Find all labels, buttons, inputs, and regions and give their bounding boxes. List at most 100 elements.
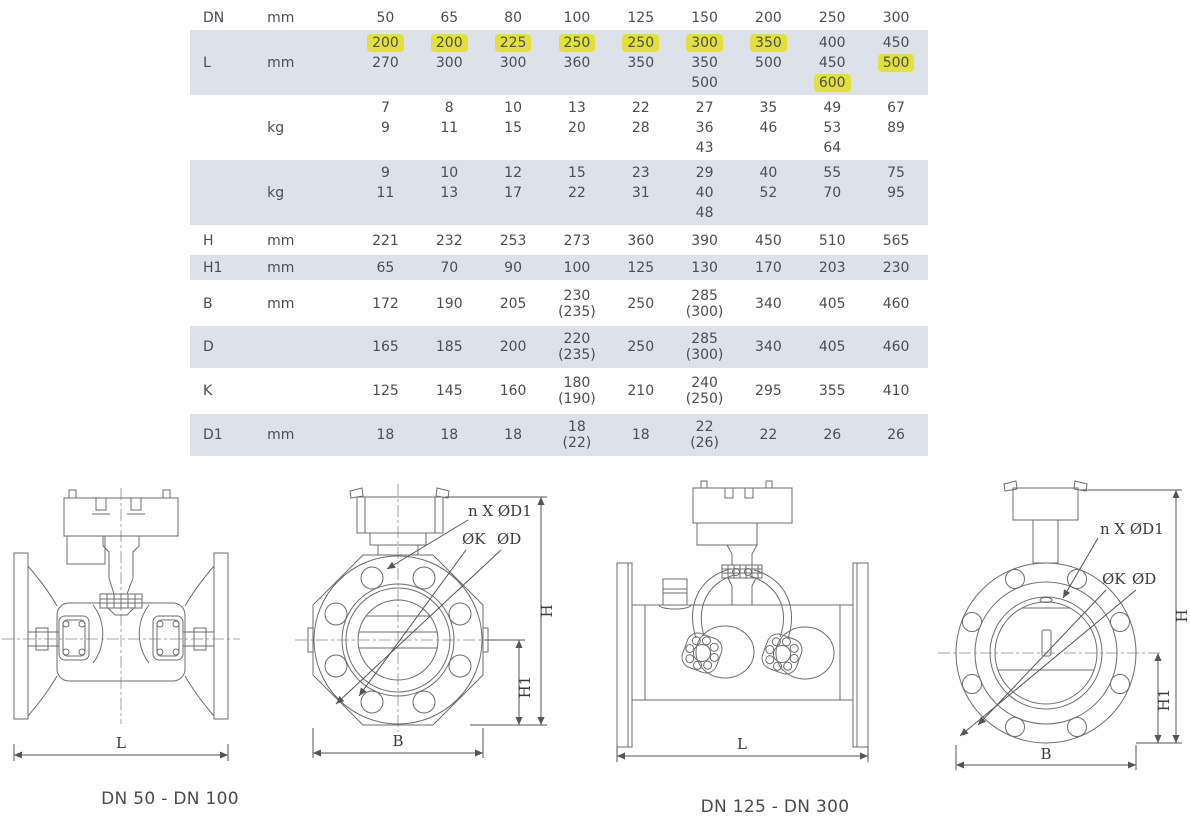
table-cell: 285(300) — [685, 331, 724, 363]
table-cell: 26 — [887, 427, 905, 443]
dim-label-b-small: B — [392, 732, 403, 750]
table-cell: 65 — [440, 9, 459, 26]
table-cell: 18 — [376, 427, 395, 443]
row-label: K — [203, 383, 213, 399]
caption-dn50-dn100: DN 50 - DN 100 — [101, 789, 239, 809]
table-cell: 100 — [563, 259, 591, 276]
row-unit: mm — [267, 427, 295, 443]
meter-drawing-side-small: L — [2, 488, 240, 761]
table-cell: 405 — [818, 296, 846, 312]
table-cell: 130 — [691, 259, 718, 276]
dimension-l-large: L — [616, 735, 869, 762]
table-cell: 205 — [499, 296, 527, 312]
dim-label-h1-small: H1 — [516, 676, 534, 699]
table-cell: 190 — [435, 296, 463, 312]
table-cell: 150 — [691, 9, 718, 26]
highlighted-value: 200 — [430, 34, 468, 52]
table-cell: 221 — [372, 233, 399, 249]
table-cell: 170 — [755, 259, 782, 276]
meter-drawing-side-large: L — [616, 480, 869, 762]
table-cell: 18(22) — [562, 419, 592, 451]
dim-label-l-large: L — [737, 735, 747, 753]
meter-drawing-front-large: n X ØD1 ØK ØD H H1 B — [938, 480, 1190, 770]
label-outer-diameter-large: ØD — [1132, 570, 1156, 588]
highlighted-value: 500 — [877, 54, 915, 72]
table-cell: 18 — [504, 427, 522, 443]
leaders-small-front: n X ØD1 ØK ØD — [335, 502, 532, 705]
table-cell: 125 — [627, 9, 655, 26]
row-label — [190, 95, 252, 160]
table-cell: 80 — [504, 9, 522, 26]
dimension-h-large: H — [1080, 489, 1190, 744]
table-cell: 250 — [627, 339, 655, 355]
dim-label-h1-large: H1 — [1155, 689, 1173, 712]
highlighted-value: 350 — [750, 34, 787, 52]
row-unit: kg — [267, 184, 285, 201]
row-unit: mm — [267, 54, 295, 71]
highlighted-value: 225 — [494, 34, 532, 52]
highlighted-value: 200 — [367, 34, 404, 52]
row-label: D1 — [203, 427, 223, 443]
table-cell: 50 — [376, 9, 395, 26]
dimension-l-small: L — [13, 734, 229, 761]
table-cell: 18 — [631, 427, 650, 443]
table-cell: 210 — [627, 383, 655, 399]
row-label — [190, 160, 252, 225]
table-cell: 360 — [627, 233, 655, 249]
table-cell: 220(235) — [558, 331, 596, 363]
table-cell: 232 — [435, 233, 463, 249]
table-cell: 340 — [755, 296, 782, 312]
table-cell: 172 — [372, 296, 399, 312]
table-cell: 185 — [435, 339, 463, 355]
row-unit — [252, 370, 353, 412]
table-cell: 300 — [882, 9, 910, 26]
table-cell: 340 — [755, 339, 782, 355]
table-cell: 18 — [440, 427, 459, 443]
highlighted-value: 300 — [686, 34, 723, 52]
dimension-h-small: H — [445, 496, 556, 726]
table-cell: 285(300) — [685, 288, 724, 320]
row-label: DN — [203, 9, 225, 26]
row-label: L — [203, 54, 211, 71]
small-meter-body — [13, 489, 229, 720]
caption-dn125-dn300: DN 125 - DN 300 — [700, 797, 850, 817]
row-label: B — [203, 296, 213, 312]
table-cell: 250 — [818, 9, 846, 26]
table-cell: 460 — [882, 339, 910, 355]
table-cell: 410 — [882, 383, 910, 399]
row-label: D — [203, 339, 214, 355]
table-cell: 70 — [440, 259, 459, 276]
table-cell: 390 — [691, 233, 718, 249]
table-cell: 145 — [435, 383, 463, 399]
table-cell: 180(190) — [558, 375, 596, 407]
label-outer-diameter-small: ØD — [497, 530, 521, 548]
table-cell: 240(250) — [685, 375, 724, 407]
dim-label-l-small: L — [116, 734, 126, 752]
row-unit: mm — [267, 259, 295, 276]
table-cell: 200 — [755, 9, 782, 26]
table-cell: 200 — [499, 339, 527, 355]
table-cell: 460 — [882, 296, 910, 312]
meter-drawing-front-small: n X ØD1 ØK ØD H H1 B — [295, 484, 556, 758]
